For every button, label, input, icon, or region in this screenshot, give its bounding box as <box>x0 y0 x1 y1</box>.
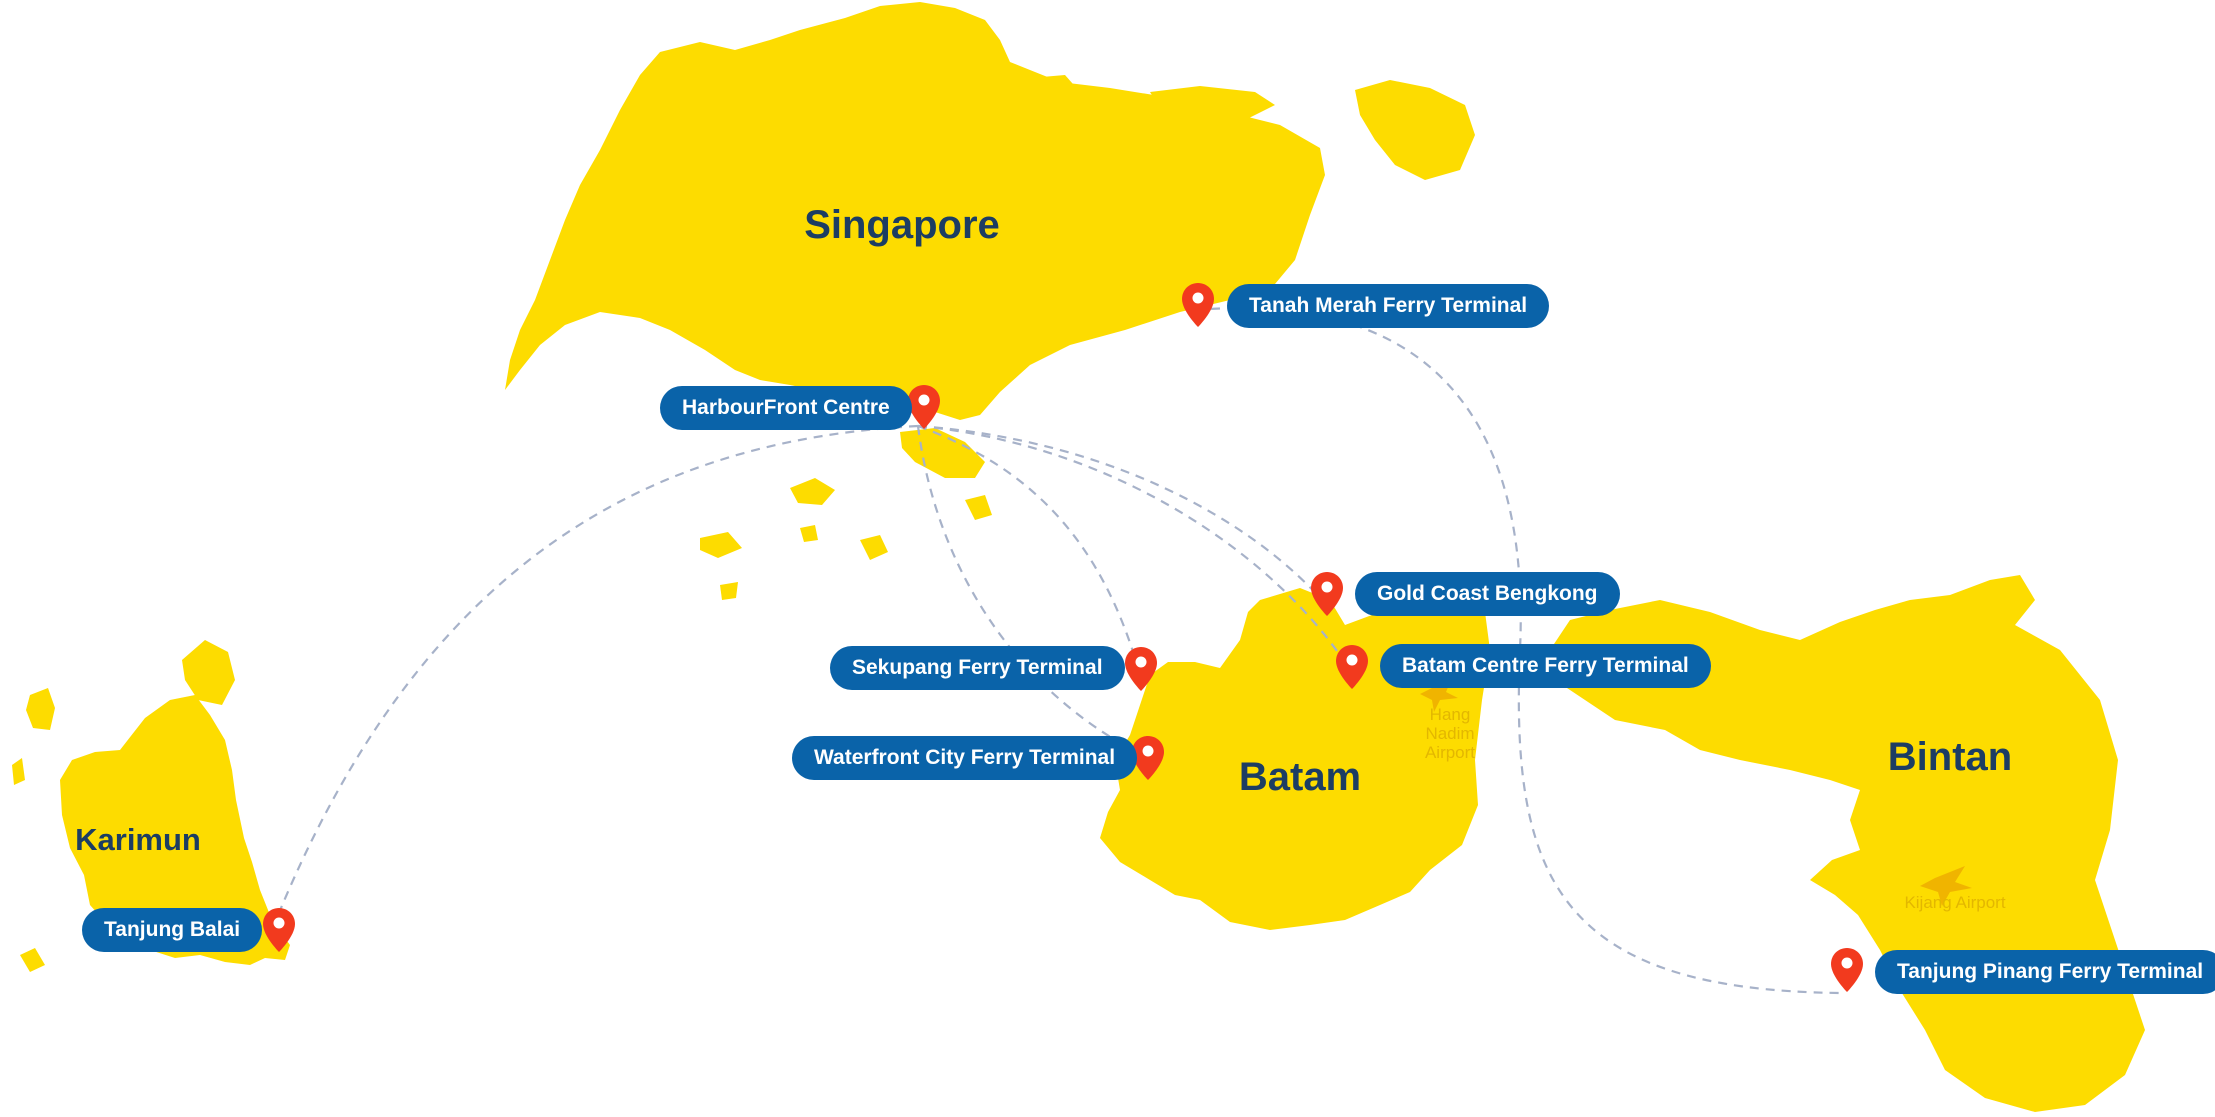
gold-coast-bengkong-label[interactable]: Gold Coast Bengkong <box>1355 572 1620 616</box>
karimun-small-west-1 <box>26 688 55 730</box>
bintan-label: Bintan <box>1888 735 2012 779</box>
airplane-icon <box>1420 678 1458 712</box>
sentosa-island <box>900 428 985 478</box>
tanjung-balai-label[interactable]: Tanjung Balai <box>82 908 263 952</box>
tanah-merah-pin-icon[interactable] <box>1181 282 1215 328</box>
tanjung-pinang-ferry-terminal-label[interactable]: Tanjung Pinang Ferry Terminal <box>1875 950 2215 994</box>
harbourfront-centre-label[interactable]: HarbourFront Centre <box>660 386 912 430</box>
southern-island-3 <box>860 535 888 560</box>
batam-centre-pin-icon[interactable] <box>1335 644 1369 690</box>
southern-island-6 <box>965 495 992 520</box>
pulau-ubin <box>1030 75 1080 112</box>
airplane-icon <box>1920 866 1972 906</box>
kijang-airport-label: Kijang Airport <box>1904 893 2005 912</box>
route-harbourfront-sekupang <box>917 424 1140 669</box>
hang-nadim-airport-label-2: Nadim <box>1425 724 1474 743</box>
kijang-airport: Kijang Airport <box>1904 866 2006 912</box>
hang-nadim-airport-label-3: Airport <box>1425 743 1475 762</box>
gold-coast-pin-icon[interactable] <box>1310 571 1344 617</box>
southern-island-1 <box>790 478 835 505</box>
karimun-small-west-2 <box>12 758 25 785</box>
tanjung-balai-pin-icon[interactable] <box>262 907 296 953</box>
tanjung-pinang-pin-icon[interactable] <box>1830 947 1864 993</box>
pulau-tekong <box>1355 80 1475 180</box>
singapore-label: Singapore <box>804 203 1000 247</box>
southern-island-2 <box>700 532 742 558</box>
route-harbourfront-gold-coast <box>917 424 1323 601</box>
singapore-island <box>505 2 1325 420</box>
hang-nadim-airport-label-1: Hang <box>1430 705 1471 724</box>
route-harbourfront-waterfront <box>916 425 1149 759</box>
hang-nadim-airport: Hang Nadim Airport <box>1420 678 1475 762</box>
sekupang-pin-icon[interactable] <box>1124 646 1158 692</box>
karimun-small-north <box>182 640 235 705</box>
route-tanah-merah-tanjung-pinang <box>1194 307 1841 995</box>
waterfront-pin-icon[interactable] <box>1131 735 1165 781</box>
waterfront-city-ferry-terminal-label[interactable]: Waterfront City Ferry Terminal <box>792 736 1138 780</box>
ferry-routes <box>270 307 1841 995</box>
pulau-tekong-west <box>1150 86 1275 120</box>
route-harbourfront-tanjung-balai <box>270 424 919 931</box>
karimun-label: Karimun <box>75 822 201 857</box>
southern-island-5 <box>800 525 818 542</box>
batam-label: Batam <box>1239 755 1361 799</box>
southern-island-4 <box>720 582 738 600</box>
karimun-island <box>60 695 290 965</box>
karimun-small-south <box>20 948 45 972</box>
route-harbourfront-batam-centre <box>917 424 1351 671</box>
harbourfront-pin-icon[interactable] <box>907 384 941 430</box>
tanah-merah-ferry-terminal-label[interactable]: Tanah Merah Ferry Terminal <box>1227 284 1550 328</box>
sekupang-ferry-terminal-label[interactable]: Sekupang Ferry Terminal <box>830 646 1125 690</box>
batam-centre-ferry-terminal-label[interactable]: Batam Centre Ferry Terminal <box>1380 644 1711 688</box>
